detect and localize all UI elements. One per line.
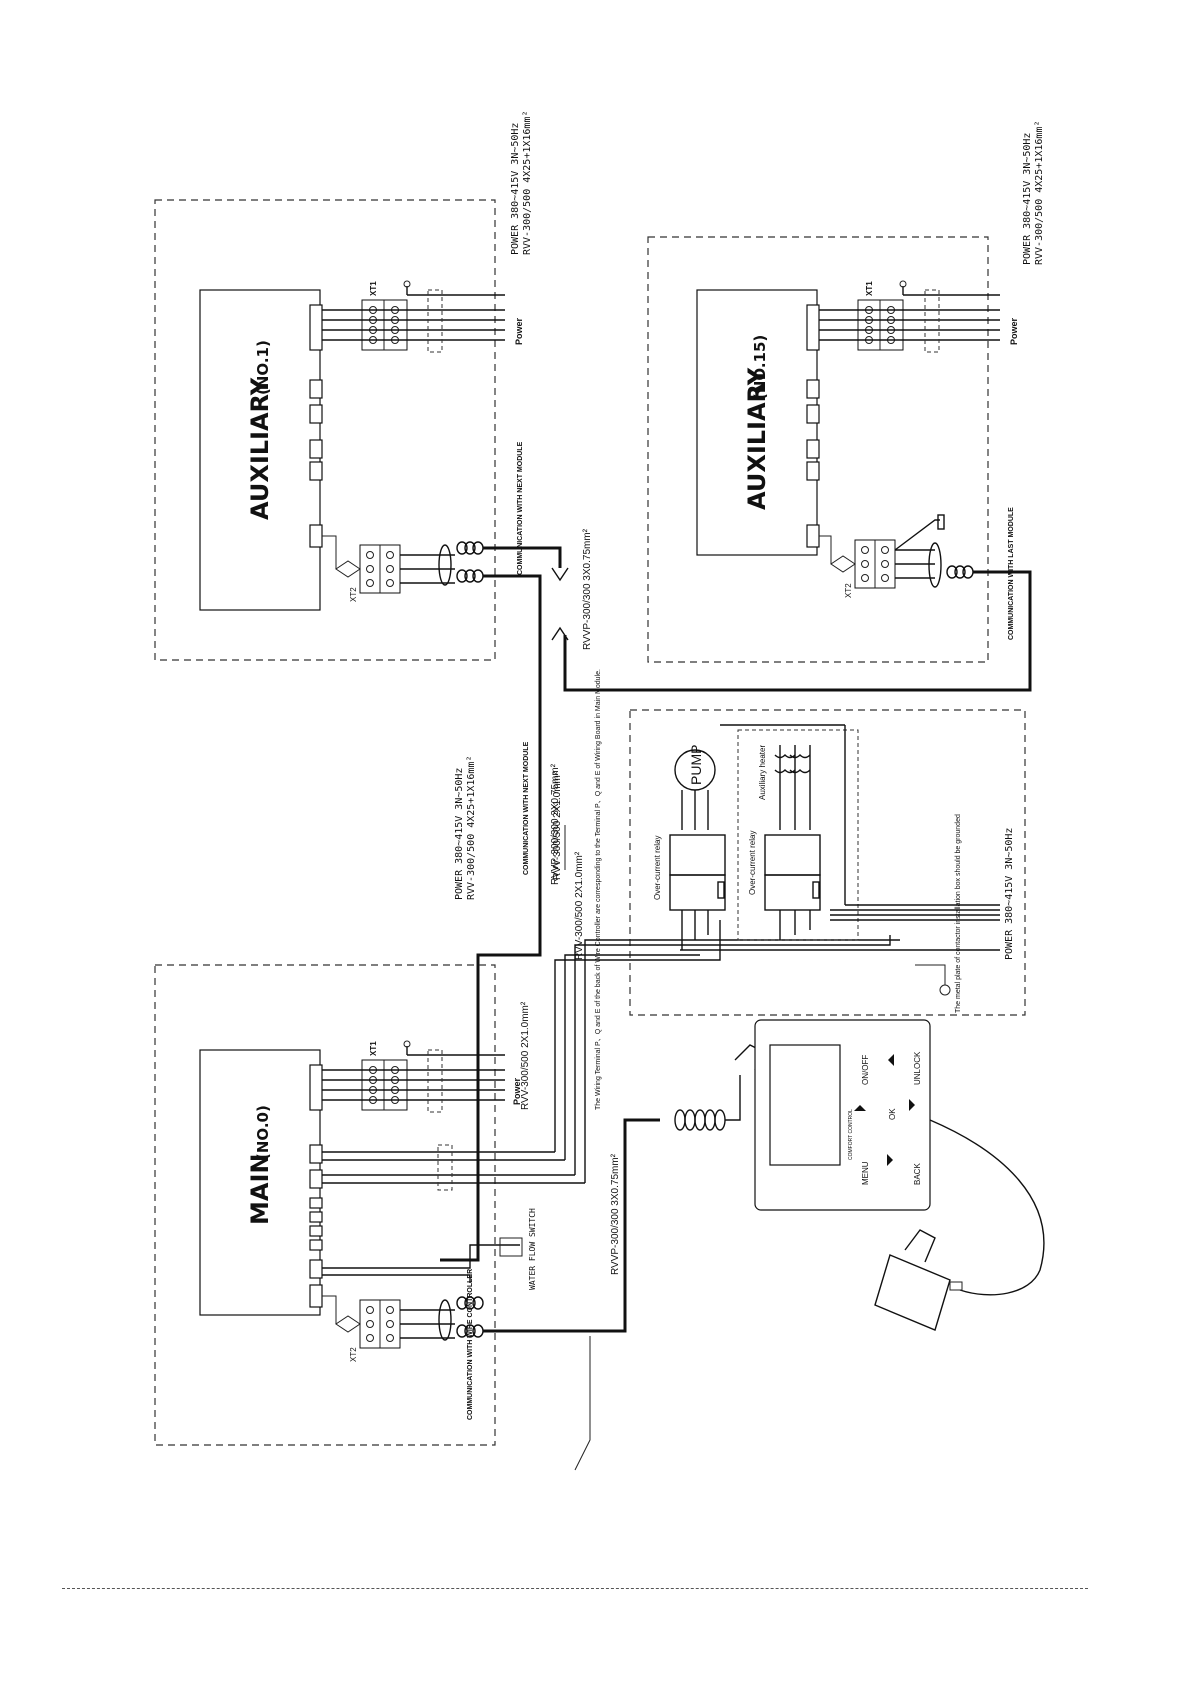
aux1-power-line2: RVV-300/500 4X25+1X16mm² bbox=[522, 111, 533, 256]
main-power-line2: RVV-300/500 4X25+1X16mm² bbox=[466, 756, 477, 901]
aux1-module: AUXILIARY (NO.1) XT1 Power PO bbox=[154, 111, 533, 661]
menu-button[interactable]: MENU bbox=[861, 1161, 870, 1185]
main-title: MAIN bbox=[246, 1154, 274, 1225]
aux1-power-line1: POWER 380~415V 3N~50Hz bbox=[510, 123, 521, 255]
aux1-power-word: Power bbox=[514, 317, 524, 345]
back-button[interactable]: BACK bbox=[913, 1163, 922, 1185]
ground-icon bbox=[403, 1040, 411, 1048]
relay-pump-label: Over-current relay bbox=[653, 836, 662, 900]
aux15-power-line2: RVV-300/500 4X25+1X16mm² bbox=[1034, 121, 1045, 266]
aux15-enclosure bbox=[647, 236, 989, 663]
aux15-power-word: Power bbox=[1009, 317, 1019, 345]
ground-icon bbox=[939, 984, 951, 996]
wiring-note: The Wiring Terminal P、Q and E of the bac… bbox=[595, 669, 602, 1110]
svg-text:XT2: XT2 bbox=[349, 1347, 358, 1362]
aux1-enclosure bbox=[154, 199, 496, 661]
ground-icon bbox=[403, 280, 411, 288]
panel-power-label: POWER 380~415V 3N~50Hz bbox=[1004, 828, 1015, 960]
comm-bus: RVVP-300/300 3X0.75mm² COMMUNICATION WIT… bbox=[440, 528, 1032, 1262]
aux15-title: AUXILIARY bbox=[743, 367, 771, 510]
plug-adapter-icon bbox=[874, 1229, 963, 1331]
main-comm-next: COMMUNICATION WITH NEXT MODULE bbox=[523, 741, 530, 875]
relay-heater-label: Over-current relay bbox=[748, 831, 757, 895]
panel-enclosure bbox=[629, 709, 1026, 1016]
aux1-comm-next: COMMUNICATION WITH NEXT MODULE bbox=[517, 441, 524, 575]
wire-controller-group: The Wiring Terminal P、Q and E of the bac… bbox=[595, 669, 1045, 1331]
pump-label: PUMP bbox=[688, 745, 704, 785]
main-board bbox=[199, 1049, 321, 1316]
aux15-board bbox=[696, 289, 818, 556]
main-comm-controller: COMMUNICATION WITH WIRE CONTROLLER bbox=[467, 1269, 474, 1420]
aux1-title: AUXILIARY bbox=[246, 377, 274, 520]
svg-text:XT1: XT1 bbox=[865, 281, 874, 296]
main-module: MAIN (NO.0) XT1 Power bbox=[154, 964, 660, 1471]
controller-brand: COMFORT CONTROL bbox=[848, 1109, 854, 1160]
svg-text:XT1: XT1 bbox=[369, 281, 378, 296]
main-power-line1: POWER 380~415V 3N~50Hz bbox=[454, 768, 465, 900]
main-enclosure bbox=[154, 964, 496, 1446]
main-rvvp-label: RVVP-300/300 3X0.75mm² bbox=[550, 763, 561, 885]
left-arrow-icon[interactable] bbox=[854, 1105, 866, 1111]
main-power-word: Power bbox=[512, 1077, 522, 1105]
water-flow-switch-label: WATER FLOW SWITCH bbox=[528, 1208, 537, 1290]
aux1-board bbox=[199, 289, 321, 611]
svg-text:XT2: XT2 bbox=[844, 583, 853, 598]
up-arrow-icon[interactable] bbox=[888, 1054, 894, 1066]
onoff-button[interactable]: ON/OFF bbox=[861, 1055, 870, 1085]
aux15-module: AUXILIARY (NO.15) XT1 Power POWER 380~41… bbox=[647, 121, 1045, 663]
rvv-2x1-label-c: RVV-300/500 2X1.0mm² bbox=[552, 771, 563, 880]
aux1-number: (NO.1) bbox=[254, 340, 272, 395]
aux-rvvp-label: RVVP-300/300 3X0.75mm² bbox=[582, 528, 593, 650]
footer-rule bbox=[62, 1588, 1088, 1589]
contactor-panel: RVV-300/500 2X1.0mm² RVV-300/500 2X1.0mm… bbox=[552, 709, 1026, 1016]
right-arrow-icon[interactable] bbox=[909, 1099, 915, 1111]
ok-button[interactable]: OK bbox=[888, 1108, 897, 1120]
unlock-button[interactable]: UNLOCK bbox=[913, 1051, 922, 1085]
down-arrow-icon[interactable] bbox=[887, 1154, 893, 1166]
controller-rvvp-label: RVVP-300/300 3X0.75mm² bbox=[610, 1153, 621, 1275]
svg-text:XT1: XT1 bbox=[369, 1041, 378, 1056]
heater-label: Auxiliary heater bbox=[758, 745, 767, 800]
heater-box bbox=[737, 729, 859, 941]
water-flow-switch-icon bbox=[499, 1237, 523, 1257]
svg-text:XT2: XT2 bbox=[349, 587, 358, 602]
ground-note: The metal plate of contactor installatio… bbox=[955, 814, 962, 1013]
ground-icon bbox=[899, 280, 907, 288]
main-number: (NO.0) bbox=[254, 1105, 272, 1160]
rvv-2x1-label-a: RVV-300/500 2X1.0mm² bbox=[520, 1001, 531, 1110]
aux15-power-line1: POWER 380~415V 3N~50Hz bbox=[1022, 133, 1033, 265]
rvv-2x1-label-b: RVV-300/500 2X1.0mm² bbox=[574, 851, 585, 960]
controller-screen bbox=[769, 1044, 841, 1166]
aux15-number: (NO.15) bbox=[751, 335, 769, 400]
